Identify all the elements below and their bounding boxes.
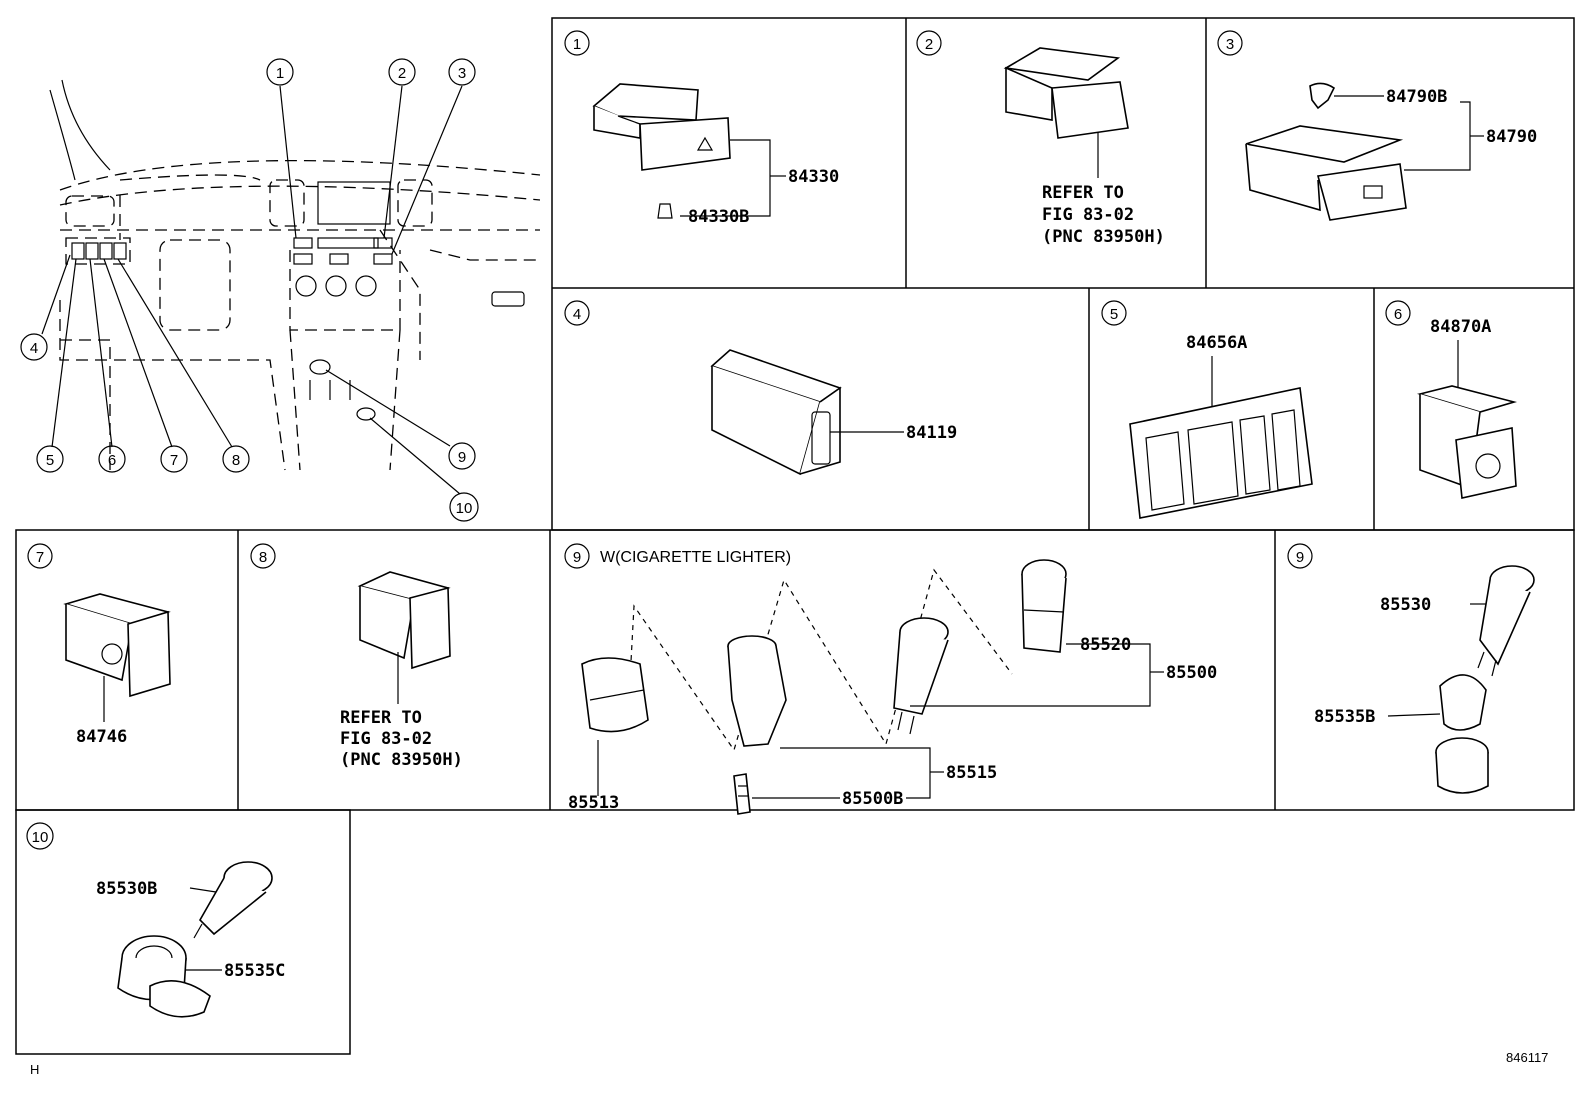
callout-4: 4 [20,333,48,361]
panel-6: 6 84870A [1385,300,1518,499]
svg-text:84119: 84119 [906,423,957,443]
svg-text:(PNC 83950H): (PNC 83950H) [1042,227,1165,247]
svg-text:85515: 85515 [946,763,997,783]
switch-bezel-icon [1129,387,1313,519]
svg-text:4: 4 [30,340,38,357]
svg-text:6: 6 [108,452,116,469]
panel-5: 5 84656A [1101,300,1313,519]
wiper-switch-icon [63,593,171,698]
svg-text:84656A: 84656A [1186,333,1247,353]
panel-borders [15,17,1575,1055]
outlet-plug-icon [1477,565,1535,677]
clip-icon [1309,82,1336,110]
svg-text:9: 9 [458,449,466,466]
panel-1: 1 84330 84330B [564,30,839,227]
svg-text:3: 3 [1226,36,1234,53]
panel-9-outlet: 9 85530 85535B [1287,543,1535,794]
svg-text:85535C: 85535C [224,961,285,981]
svg-text:85500B: 85500B [842,789,903,809]
svg-text:85530: 85530 [1380,595,1431,615]
svg-text:84790B: 84790B [1386,87,1447,107]
svg-text:84746: 84746 [76,727,127,747]
panel-1-index: 1 [573,36,581,53]
svg-text:5: 5 [46,452,54,469]
part-84330: 84330 [788,167,839,187]
svg-text:1: 1 [276,65,284,82]
lighter-bracket-icon [581,657,649,733]
part-84330B: 84330B [688,207,749,227]
panel-3: 3 84790B 84790 [1217,30,1537,221]
svg-text:85520: 85520 [1080,635,1131,655]
svg-text:2: 2 [925,36,933,53]
svg-text:5: 5 [1110,306,1118,323]
svg-text:10: 10 [32,829,49,846]
svg-text:10: 10 [456,500,473,517]
hazard-switch-icon [592,83,731,171]
svg-text:84790: 84790 [1486,127,1537,147]
lighter-element-icon [893,617,949,735]
outlet-cover-icon [1435,674,1489,794]
svg-text:REFER TO: REFER TO [1042,183,1124,203]
callout-8: 8 [222,445,250,473]
svg-text:6: 6 [1394,306,1402,323]
socket-plug-icon [193,861,273,939]
svg-text:85500: 85500 [1166,663,1217,683]
panel-8: 8 REFER TO FIG 83-02 (PNC 83950H) [250,543,463,770]
defogger-switch-icon [1245,125,1407,221]
overview-callouts: 1 2 3 4 5 6 7 8 9 10 [20,58,479,522]
switch-8-icon [357,571,451,670]
svg-text:REFER TO: REFER TO [340,708,422,728]
panel-10: 10 85530B 85535C [26,822,285,1018]
svg-text:8: 8 [259,549,267,566]
callout-5: 5 [36,445,64,473]
svg-text:85535B: 85535B [1314,707,1375,727]
lighter-socket-icon [727,635,787,747]
lighter-plug-icon [1021,559,1067,653]
svg-text:FIG 83-02: FIG 83-02 [340,729,432,749]
callout-2: 2 [388,58,416,86]
svg-text:9: 9 [1296,549,1304,566]
figure-number: 846117 [1506,1050,1548,1065]
panel-9-title: W(CIGARETTE LIGHTER) [600,549,791,566]
callout-6: 6 [98,445,126,473]
callout-10: 10 [449,492,479,522]
callout-7: 7 [160,445,188,473]
callout-9: 9 [448,442,476,470]
socket-cover-icon [117,935,211,1018]
callout-1: 1 [266,58,294,86]
panel-2: 2 REFER TO FIG 83-02 (PNC 83950H) [916,30,1165,247]
panel-7: 7 84746 [27,543,171,747]
svg-text:(PNC 83950H): (PNC 83950H) [340,750,463,770]
svg-text:85530B: 85530B [96,879,157,899]
svg-text:7: 7 [170,452,178,469]
svg-text:8: 8 [232,452,240,469]
panel-9-lighter: 9 W(CIGARETTE LIGHTER) 85513 85500B 8551… [564,543,1217,815]
svg-text:9: 9 [573,549,581,566]
svg-text:2: 2 [398,65,406,82]
switch-2-icon [1003,47,1129,139]
svg-text:FIG 83-02: FIG 83-02 [1042,205,1134,225]
lighter-screw-icon [733,773,751,815]
panel-4: 4 84119 [564,300,957,476]
dimmer-switch-icon [710,349,842,476]
svg-text:3: 3 [458,65,466,82]
svg-text:85513: 85513 [568,793,619,813]
footer-left: H [30,1062,39,1077]
mirror-switch-icon [1416,385,1518,499]
svg-text:84870A: 84870A [1430,317,1491,337]
svg-text:7: 7 [36,549,44,566]
dashboard-overview [41,79,541,495]
callout-3: 3 [448,58,476,86]
svg-text:4: 4 [573,306,581,323]
